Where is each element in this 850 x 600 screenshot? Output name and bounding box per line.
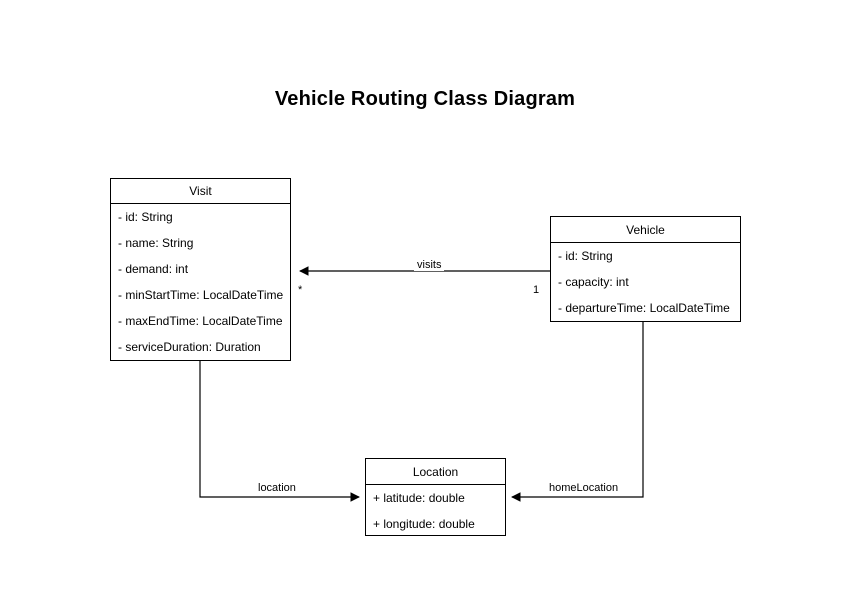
edge-label-location: location (255, 482, 299, 494)
diagram-title: Vehicle Routing Class Diagram (274, 88, 576, 110)
edge-label-homelocation: homeLocation (546, 482, 622, 494)
class-attribute: - maxEndTime: LocalDateTime (118, 314, 283, 328)
edge-label-visits: visits (414, 259, 445, 271)
multiplicity-visit-side: * (298, 284, 303, 296)
class-attributes-vehicle: - id: String - capacity: int - departure… (551, 243, 740, 321)
class-attribute: + longitude: double (373, 517, 475, 531)
class-attribute: - name: String (118, 236, 194, 250)
class-attribute: - id: String (118, 210, 173, 224)
class-box-vehicle[interactable]: Vehicle - id: String - capacity: int - d… (550, 216, 741, 322)
class-box-location[interactable]: Location + latitude: double + longitude:… (365, 458, 506, 536)
class-attributes-visit: - id: String - name: String - demand: in… (111, 204, 290, 360)
edge-homelocation (511, 322, 644, 502)
class-name-visit: Visit (111, 179, 290, 204)
class-attribute: - capacity: int (558, 275, 629, 289)
class-name-vehicle: Vehicle (551, 217, 740, 243)
class-attributes-location: + latitude: double + longitude: double (366, 485, 505, 537)
class-attribute: + latitude: double (373, 491, 465, 505)
class-name-location: Location (366, 459, 505, 485)
edge-location (199, 361, 360, 502)
class-attribute: - serviceDuration: Duration (118, 340, 261, 354)
class-attribute: - demand: int (118, 262, 189, 276)
class-attribute: - minStartTime: LocalDateTime (118, 288, 284, 302)
class-box-visit[interactable]: Visit - id: String - name: String - dema… (110, 178, 291, 361)
multiplicity-vehicle-side: 1 (533, 284, 540, 296)
class-attribute: - id: String (558, 249, 613, 263)
class-attribute: - departureTime: LocalDateTime (558, 301, 730, 315)
